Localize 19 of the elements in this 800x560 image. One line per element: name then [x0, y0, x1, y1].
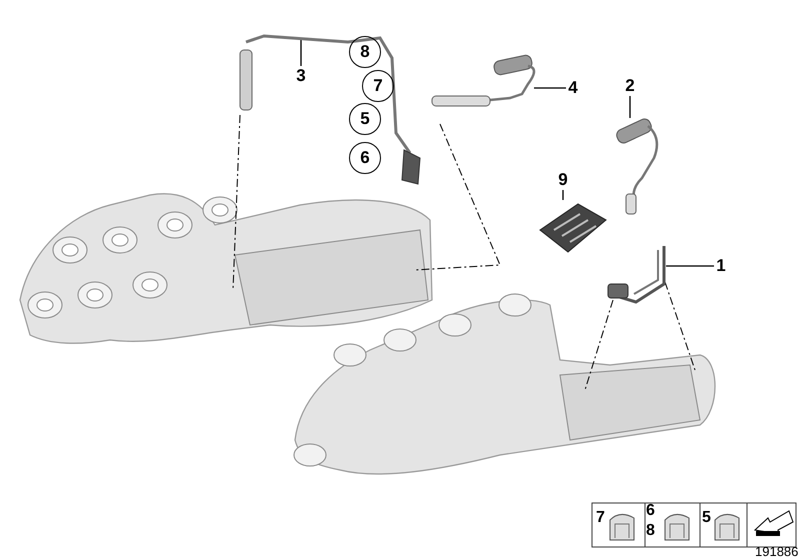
- leader-line: [629, 96, 631, 118]
- callout-number: 1: [714, 256, 728, 276]
- callout-number: 6: [349, 142, 381, 174]
- callout-number: 5: [349, 103, 381, 135]
- callout-number: 2: [623, 76, 637, 96]
- diagram-number: 191886: [755, 544, 798, 559]
- leader-line: [300, 38, 302, 66]
- callout-number: 7: [362, 70, 394, 102]
- callout-number: 6: [646, 502, 655, 520]
- callout-number: 8: [349, 36, 381, 68]
- callout-number: 7: [596, 509, 605, 527]
- callout-number: 9: [556, 170, 570, 190]
- callout-number: 5: [702, 509, 711, 527]
- callout-number: 4: [566, 78, 580, 98]
- callout-number: 3: [293, 66, 309, 86]
- leader-line: [562, 190, 564, 200]
- callout-number: 8: [646, 522, 655, 540]
- leader-line: [666, 265, 714, 267]
- leader-line: [534, 87, 566, 89]
